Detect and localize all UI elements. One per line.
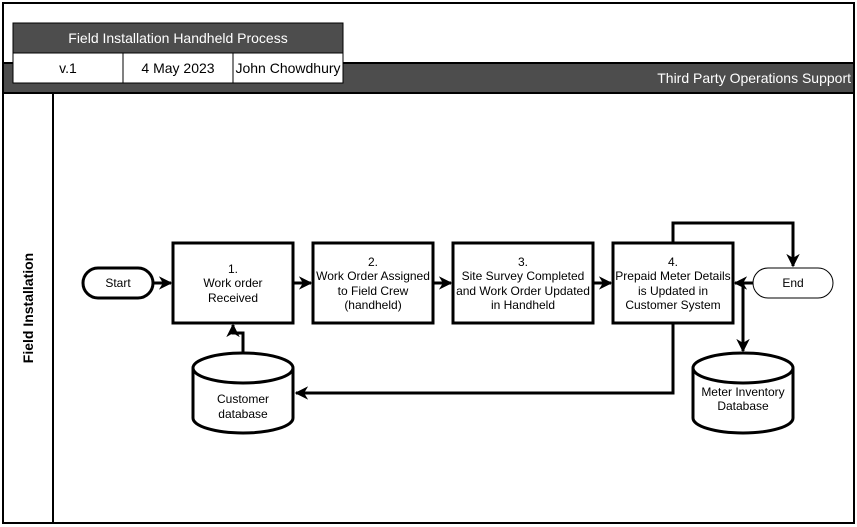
- arrow-customer-db-to-step1: [226, 323, 245, 353]
- step-1-box: 1. Work order Received: [171, 241, 295, 325]
- meter-inventory-database: Meter Inventory Database: [691, 351, 795, 435]
- meter-db-line-1: Meter Inventory: [701, 385, 784, 399]
- step-3-number: 3.: [518, 255, 528, 269]
- step-2-line-3: (handheld): [344, 298, 401, 312]
- customer-database: Customer database: [191, 351, 295, 435]
- swimlane: Field Installation: [2, 92, 855, 524]
- step-4-box: 4. Prepaid Meter Details is Updated in C…: [611, 241, 735, 325]
- author-label: John Chowdhury: [235, 60, 340, 76]
- title-label: Field Installation Handheld Process: [68, 30, 287, 46]
- step-1-line-1: Work order: [203, 276, 262, 290]
- arrow-step4-to-end: [671, 221, 800, 268]
- step-1-number: 1.: [228, 262, 238, 276]
- customer-db-line-2: database: [218, 407, 268, 421]
- connectors: [153, 221, 800, 400]
- step-2-number: 2.: [368, 255, 378, 269]
- step-3-line-1: Site Survey Completed: [462, 269, 585, 283]
- step-2-line-1: Work Order Assigned: [316, 269, 430, 283]
- step-4-line-3: Customer System: [625, 298, 720, 312]
- step-2-line-2: to Field Crew: [338, 284, 409, 298]
- title-block: Field Installation Handheld Process v.1 …: [12, 22, 344, 84]
- step-1-line-2: Received: [208, 291, 258, 305]
- start-label: Start: [105, 276, 131, 290]
- end-label: End: [782, 276, 803, 290]
- step-4-line-1: Prepaid Meter Details: [615, 269, 730, 283]
- step-3-line-2: and Work Order Updated: [456, 284, 590, 298]
- end-node: End: [752, 267, 834, 299]
- step-4-number: 4.: [668, 255, 678, 269]
- customer-db-line-1: Customer: [217, 392, 269, 406]
- start-node: Start: [81, 266, 155, 300]
- date-label: 4 May 2023: [141, 60, 214, 76]
- step-2-box: 2. Work Order Assigned to Field Crew (ha…: [311, 241, 435, 325]
- step-3-box: 3. Site Survey Completed and Work Order …: [451, 241, 595, 325]
- meter-db-line-2: Database: [717, 399, 769, 413]
- arrow-step4-to-customer-db: [294, 323, 675, 400]
- lane-label: Field Installation: [20, 253, 36, 363]
- step-3-line-3: in Handheld: [491, 298, 555, 312]
- department-label: Third Party Operations Support: [657, 70, 851, 86]
- step-4-line-2: is Updated in: [638, 284, 708, 298]
- version-label: v.1: [59, 60, 77, 76]
